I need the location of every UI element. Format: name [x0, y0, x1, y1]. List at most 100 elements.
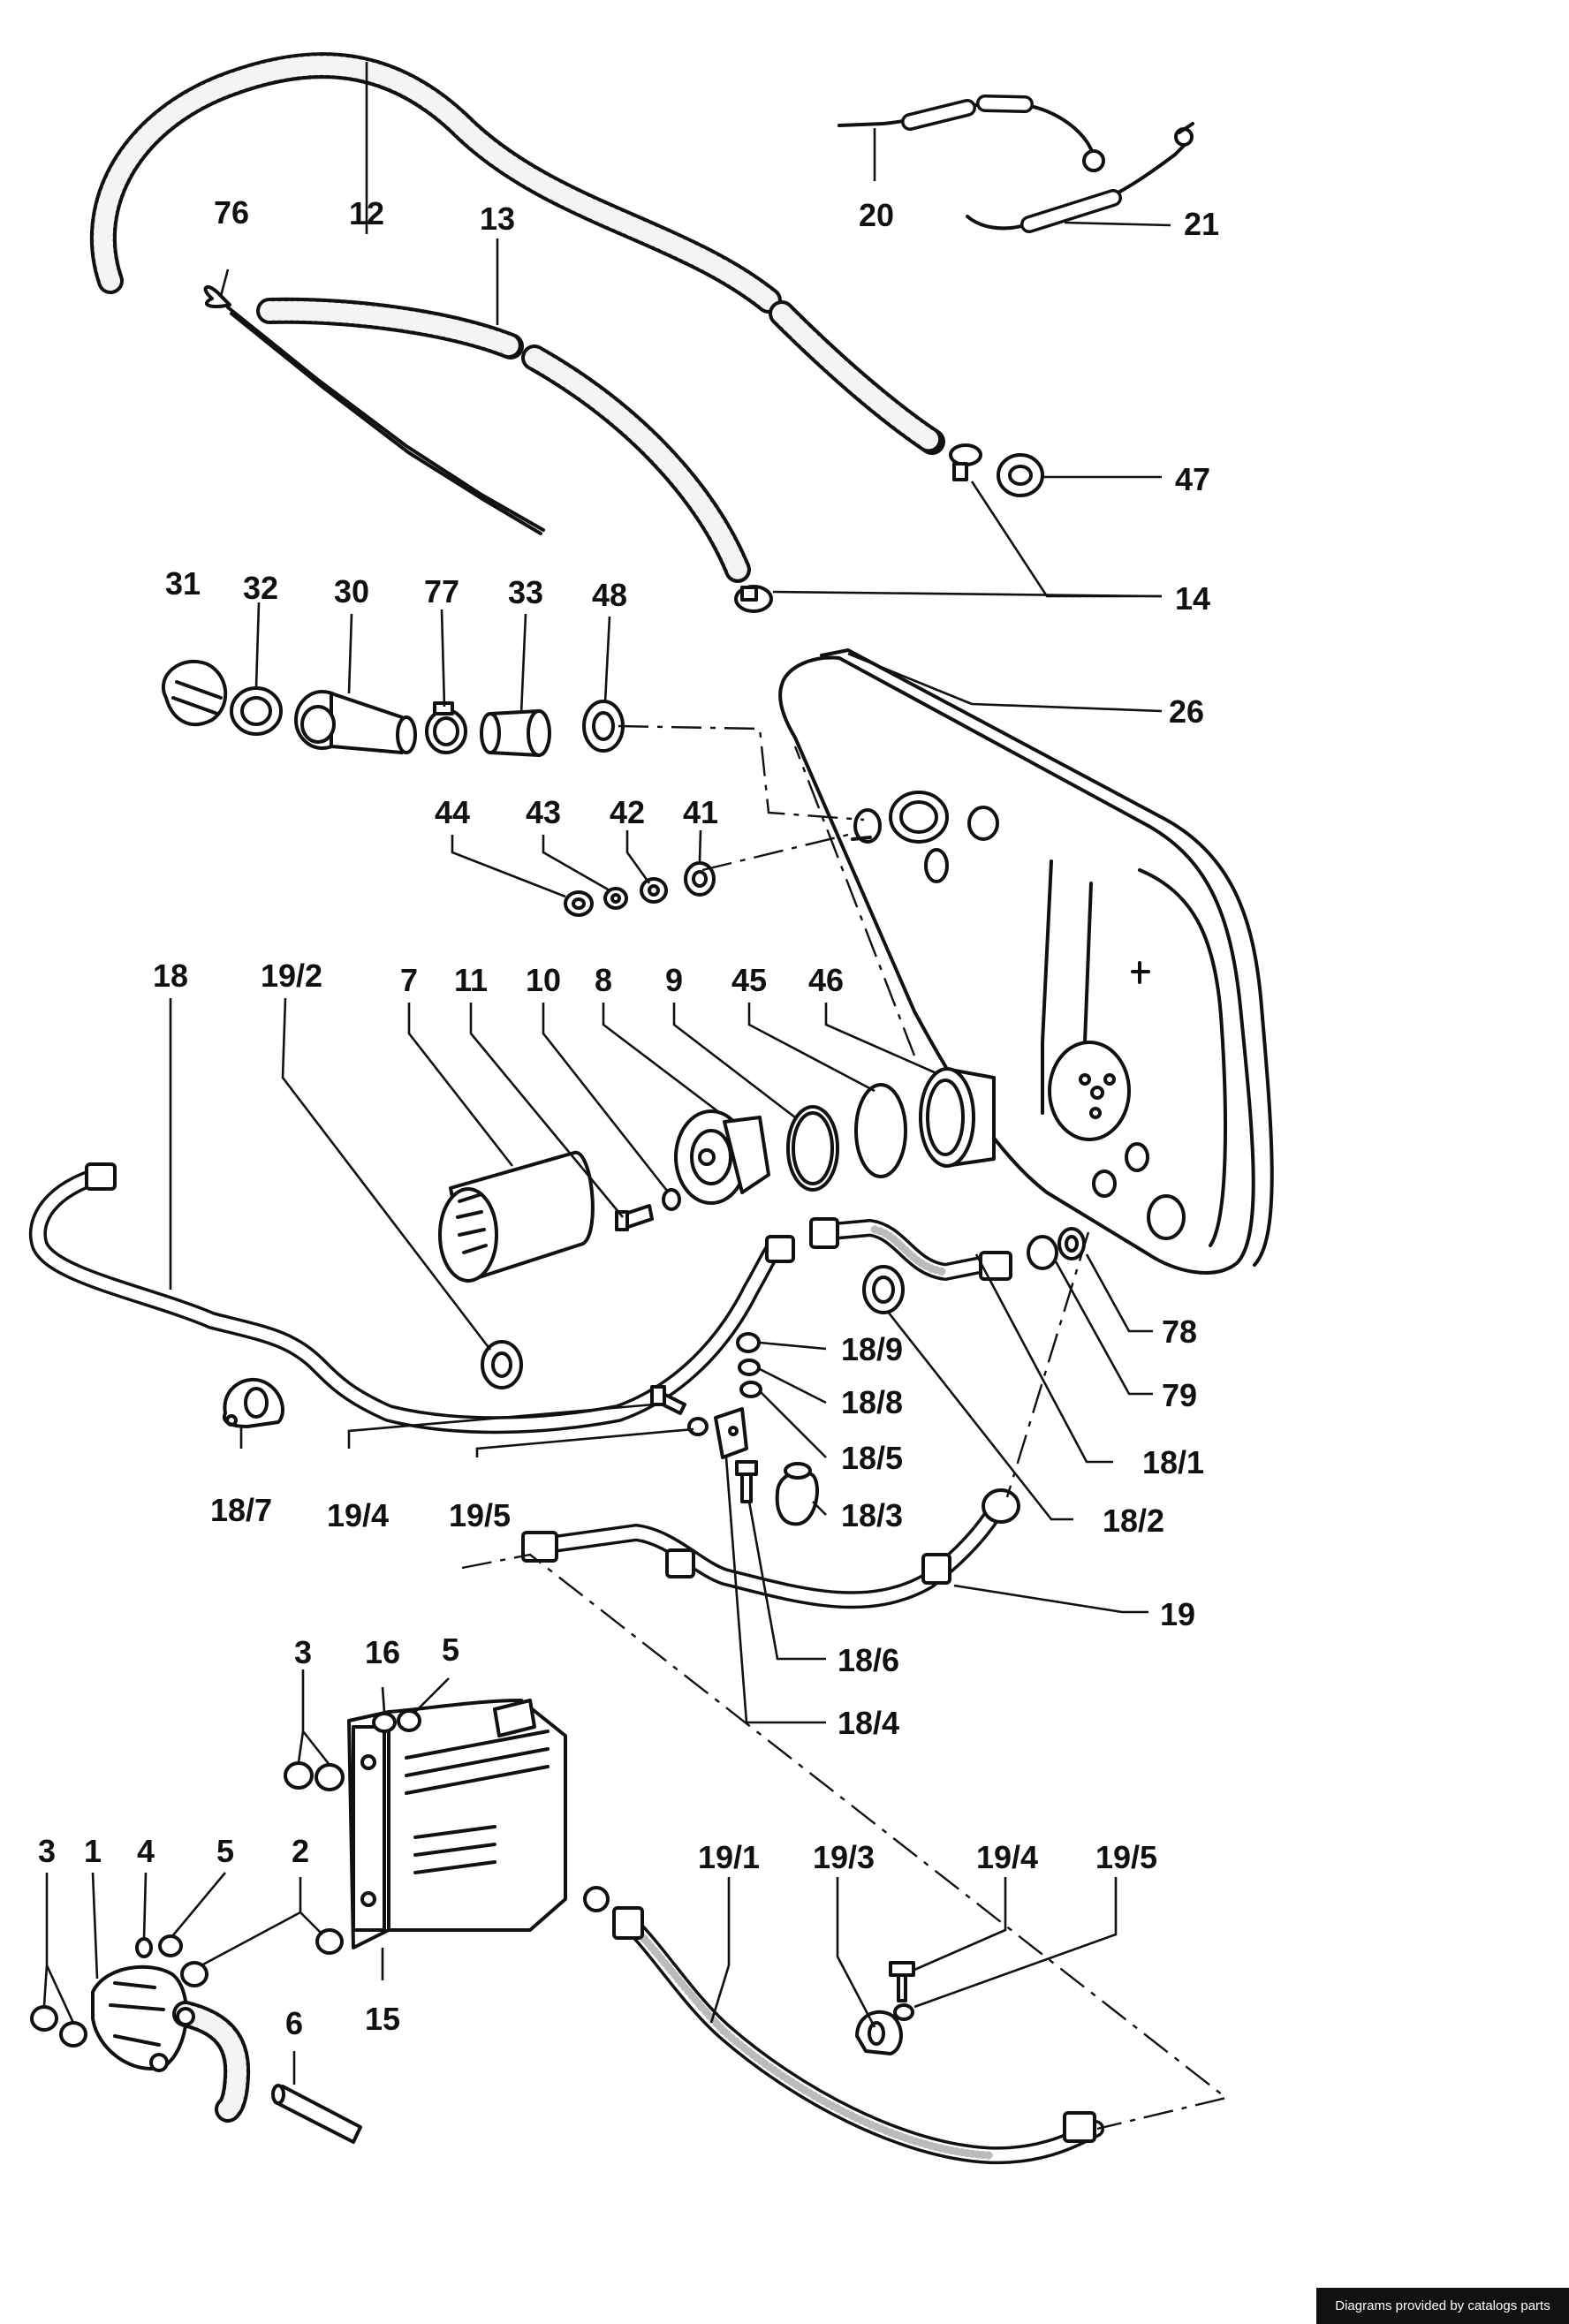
callout-48: 48 — [592, 577, 627, 613]
callout-9: 9 — [665, 962, 683, 998]
callout-18: 18 — [153, 958, 188, 994]
callout-4: 4 — [137, 1833, 155, 1869]
washer-19-5-lower — [893, 2003, 914, 2021]
callout-19-1: 19/1 — [698, 1839, 760, 1875]
clip-18-3 — [775, 1462, 819, 1526]
oil-line-18 — [28, 1162, 795, 1435]
callout-5-lower: 5 — [216, 1833, 234, 1869]
filler-neck-30 — [294, 690, 417, 754]
bolt-19-4 — [650, 1385, 686, 1415]
assembly-lines — [461, 724, 1229, 2131]
callout-32: 32 — [243, 570, 278, 606]
credit-badge: Diagrams provided by catalogs parts — [1316, 2288, 1569, 2324]
callout-10: 10 — [526, 962, 561, 998]
callout-16: 16 — [365, 1634, 400, 1670]
callout-31: 31 — [165, 565, 201, 602]
callout-26: 26 — [1169, 693, 1204, 730]
oil-pump-1 — [91, 1964, 251, 2123]
breather-line-20 — [838, 95, 1105, 172]
callout-21: 21 — [1184, 206, 1219, 242]
rubber-mount-41 — [684, 861, 716, 897]
callout-47: 47 — [1175, 461, 1210, 497]
callout-79: 79 — [1162, 1377, 1197, 1413]
oil-line-19 — [521, 1488, 1020, 1609]
hose-clamp-77 — [425, 701, 467, 754]
callout-76: 76 — [214, 194, 249, 231]
hose-connector-33 — [480, 709, 551, 757]
callout-20: 20 — [859, 197, 894, 233]
washer-18-5 — [739, 1381, 762, 1398]
stud-4 — [135, 1937, 153, 1958]
callout-18-7: 18/7 — [210, 1492, 272, 1528]
o-ring-9 — [786, 1105, 839, 1192]
callout-1: 1 — [84, 1833, 102, 1869]
washer-18-8 — [738, 1359, 761, 1376]
callout-46: 46 — [808, 962, 844, 998]
callout-45: 45 — [731, 962, 767, 998]
callout-77: 77 — [424, 573, 459, 609]
washer-10 — [662, 1188, 681, 1211]
seals-3-lower — [30, 2005, 87, 2048]
oil-tank-26 — [778, 648, 1274, 1275]
hose-13 — [256, 297, 751, 583]
callout-11: 11 — [454, 962, 488, 998]
callout-13: 13 — [480, 201, 515, 237]
hose-clamp-14 — [734, 443, 982, 613]
dipstick-76 — [203, 285, 545, 535]
callout-labels: 12 13 76 20 21 47 14 31 32 30 77 33 48 2… — [38, 194, 1219, 2041]
callout-19-4: 19/4 — [327, 1497, 389, 1533]
oil-line-18-1 — [809, 1217, 1086, 1281]
callout-3-upper: 3 — [294, 1634, 312, 1670]
washer-19-5 — [687, 1417, 709, 1436]
callout-30: 30 — [334, 573, 369, 609]
callout-18-2: 18/2 — [1103, 1503, 1164, 1539]
callout-19-3: 19/3 — [813, 1839, 875, 1875]
callout-18-1: 18/1 — [1142, 1444, 1204, 1480]
grommet-18-2 — [862, 1265, 905, 1314]
callout-5-upper: 5 — [442, 1631, 459, 1668]
grommet-47 — [997, 453, 1044, 497]
callout-18-8: 18/8 — [841, 1384, 903, 1420]
callout-33: 33 — [508, 574, 543, 610]
callout-18-4: 18/4 — [838, 1705, 899, 1741]
gasket-48 — [582, 700, 625, 753]
callout-42: 42 — [610, 794, 645, 830]
gasket-32 — [230, 686, 283, 736]
seal-16 — [372, 1712, 397, 1733]
callout-18-5: 18/5 — [841, 1440, 903, 1476]
bracket-18-4 — [714, 1407, 748, 1459]
callout-18-6: 18/6 — [838, 1642, 899, 1678]
callout-14: 14 — [1175, 580, 1210, 617]
callout-3-lower: 3 — [38, 1833, 56, 1869]
nut-18-9 — [736, 1332, 761, 1353]
filter-flange-46 — [919, 1067, 996, 1168]
callout-6: 6 — [285, 2005, 303, 2041]
callout-19: 19 — [1160, 1596, 1195, 1632]
callout-19-5: 19/5 — [449, 1497, 511, 1533]
oil-line-19-1 — [612, 1906, 1104, 2165]
callout-43: 43 — [526, 794, 561, 830]
callout-18-3: 18/3 — [841, 1497, 903, 1533]
seals-2 — [315, 1928, 344, 1955]
callout-18-9: 18/9 — [841, 1331, 903, 1367]
callout-2: 2 — [292, 1833, 309, 1869]
filter-housing-8 — [674, 1109, 770, 1205]
bolt-19-4-lower — [889, 1961, 915, 2002]
grommet-19-2 — [481, 1340, 523, 1389]
washer-43 — [603, 887, 628, 910]
spacer-42 — [640, 877, 668, 904]
seals-3-upper — [284, 1761, 345, 1791]
filler-cap-31 — [162, 659, 228, 726]
nut-5-upper — [397, 1709, 421, 1732]
callout-44: 44 — [435, 794, 470, 830]
clip-19-3 — [855, 2010, 903, 2055]
callout-15: 15 — [365, 2001, 400, 2037]
stud-nut-44 — [564, 890, 594, 917]
callout-7: 7 — [400, 962, 418, 998]
oil-cooler-15 — [347, 1699, 610, 1949]
callout-41: 41 — [683, 794, 718, 830]
oil-filter-7 — [438, 1151, 595, 1283]
pipe-6 — [271, 2084, 362, 2144]
callout-19-4-lower: 19/4 — [976, 1839, 1038, 1875]
